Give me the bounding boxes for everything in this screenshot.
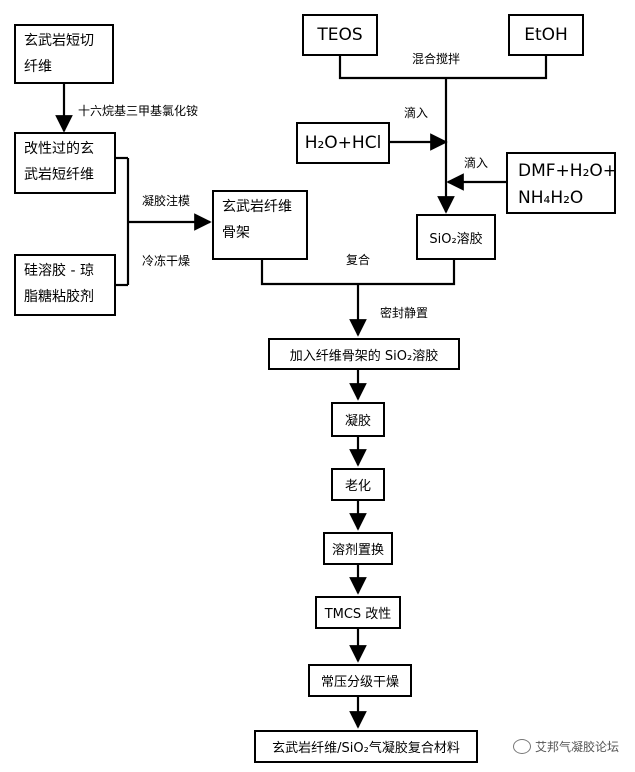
node-dmf-line1: DMF+H₂O+ bbox=[518, 161, 618, 181]
node-basalt-fiber: 玄武岩短切 纤维 bbox=[14, 24, 114, 84]
mix-bracket bbox=[338, 55, 548, 80]
label-mix-stir: 混合搅拌 bbox=[412, 52, 461, 66]
label-seal-rest: 密封静置 bbox=[380, 306, 429, 320]
node-modified-basalt: 改性过的玄 武岩短纤维 bbox=[14, 132, 116, 194]
node-silica-sol-binder-line1: 硅溶胶 - 琼 bbox=[24, 263, 94, 279]
node-h2o-hcl: H₂O+HCl bbox=[296, 122, 390, 164]
node-aging: 老化 bbox=[331, 468, 385, 501]
node-composite: 玄武岩纤维/SiO₂气凝胶复合材料 bbox=[254, 730, 478, 763]
node-basalt-fiber-line2: 纤维 bbox=[24, 59, 52, 75]
node-basalt-fiber-line1: 玄武岩短切 bbox=[24, 33, 94, 49]
label-freeze-dry: 冷冻干燥 bbox=[142, 254, 191, 268]
node-gel: 凝胶 bbox=[331, 402, 385, 437]
watermark: 艾邦气凝胶论坛 bbox=[512, 738, 619, 755]
node-drying: 常压分级干燥 bbox=[308, 664, 412, 697]
node-modified-basalt-line2: 武岩短纤维 bbox=[24, 167, 94, 183]
label-drip-2: 滴入 bbox=[464, 156, 489, 170]
label-drip-1: 滴入 bbox=[404, 106, 429, 120]
node-fiber-skeleton-line1: 玄武岩纤维 bbox=[222, 199, 292, 215]
label-gel-casting: 凝胶注模 bbox=[142, 194, 191, 208]
node-modified-basalt-line1: 改性过的玄 bbox=[24, 141, 94, 157]
node-solvent-exchange: 溶剂置换 bbox=[323, 532, 393, 565]
watermark-text: 艾邦气凝胶论坛 bbox=[534, 740, 619, 754]
node-silica-sol-binder-line2: 脂糖粘胶剂 bbox=[24, 289, 94, 305]
label-ctab: 十六烷基三甲基氯化铵 bbox=[78, 104, 199, 118]
node-tmcs: TMCS 改性 bbox=[315, 596, 401, 629]
node-teos: TEOS bbox=[302, 14, 378, 56]
label-combine: 复合 bbox=[346, 253, 371, 267]
node-sol-with-skeleton: 加入纤维骨架的 SiO₂溶胶 bbox=[268, 338, 460, 370]
node-dmf-line2: NH₄H₂O bbox=[518, 188, 584, 208]
node-fiber-skeleton-line2: 骨架 bbox=[222, 225, 250, 241]
node-sio2-sol: SiO₂溶胶 bbox=[416, 214, 496, 260]
node-etoh: EtOH bbox=[508, 14, 584, 56]
node-dmf: DMF+H₂O+ NH₄H₂O bbox=[506, 152, 618, 214]
node-silica-sol-binder: 硅溶胶 - 琼 脂糖粘胶剂 bbox=[14, 254, 116, 316]
wechat-icon bbox=[512, 739, 531, 754]
node-fiber-skeleton: 玄武岩纤维 骨架 bbox=[212, 190, 308, 260]
